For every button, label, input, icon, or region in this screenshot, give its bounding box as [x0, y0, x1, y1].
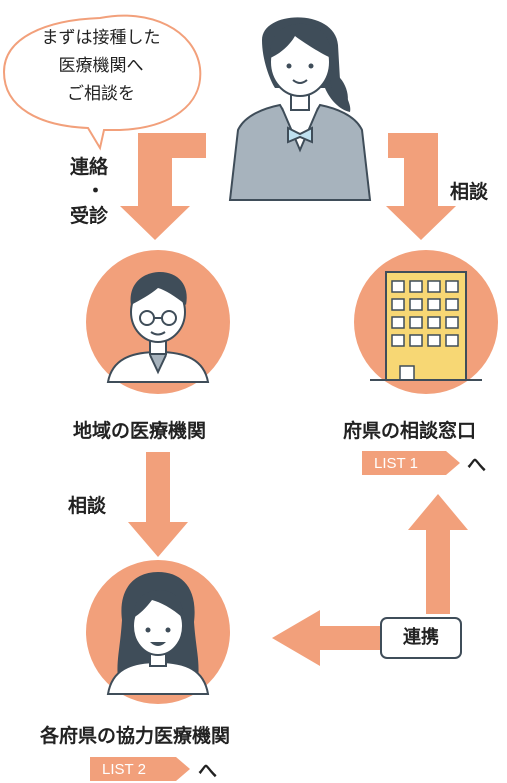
- arrow-up-to-prefecture: [408, 494, 468, 614]
- list1-tag-shape: [362, 451, 460, 475]
- arrow-to-cooperating: [128, 452, 188, 557]
- list2-link[interactable]: LIST 2: [102, 761, 146, 778]
- consult-left-label: 相談: [68, 495, 107, 517]
- doctor-illustration: [86, 250, 230, 394]
- student-illustration: [228, 17, 372, 201]
- speech-bubble-text: まずは接種した 医療機関へ ご相談を: [41, 28, 161, 104]
- list1-link[interactable]: LIST 1: [374, 455, 418, 472]
- contact-dot: ・: [86, 180, 106, 202]
- cooperation-label: 連携: [380, 617, 462, 659]
- local-medical-label: 地域の医療機関: [73, 420, 207, 442]
- contact-label: 連絡: [70, 156, 109, 178]
- consult-visit-label: 受診: [70, 205, 109, 227]
- list2-tag-shape: [90, 757, 190, 781]
- female-doctor-illustration: [86, 560, 230, 704]
- arrow-left-to-cooperating: [272, 610, 450, 666]
- cooperating-medical-label: 各府県の協力医療機関: [40, 725, 231, 747]
- building-illustration: [354, 250, 498, 394]
- consult-right-label: 相談: [450, 181, 489, 203]
- arrow-to-prefecture: [386, 133, 456, 240]
- arrow-to-local: [120, 133, 206, 240]
- speech-bubble: [2, 14, 202, 151]
- list1-suffix: へ: [467, 454, 487, 476]
- prefecture-desk-label: 府県の相談窓口: [343, 420, 477, 442]
- list2-suffix: へ: [198, 760, 218, 782]
